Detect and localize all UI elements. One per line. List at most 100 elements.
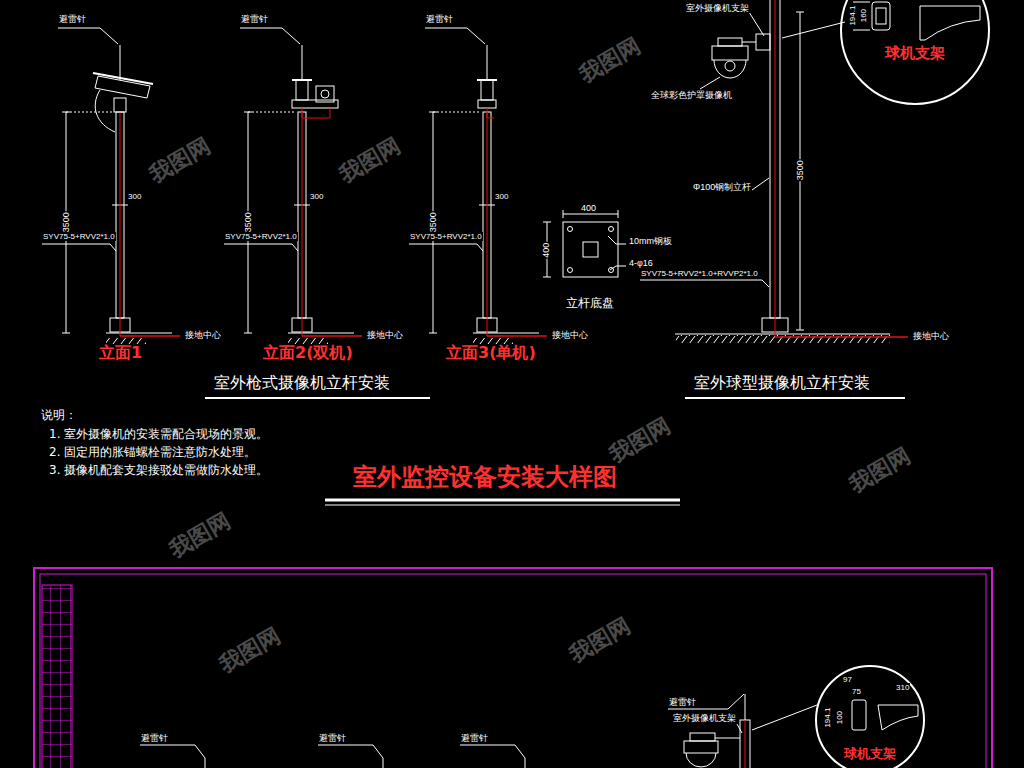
dimension-text: 100	[835, 710, 844, 725]
lower-poles	[752, 705, 817, 730]
drawing-label: 75	[851, 687, 862, 696]
dual-camera	[292, 100, 338, 108]
dome-camera	[718, 38, 742, 46]
gun-camera	[93, 73, 153, 132]
gun-camera	[95, 90, 115, 132]
dome-camera	[742, 42, 756, 43]
dual-camera	[302, 108, 330, 118]
lower-poles	[852, 700, 866, 730]
sheet-frame	[40, 574, 986, 768]
watermark: 我图网	[844, 442, 916, 498]
dome-pole	[640, 280, 769, 287]
lower-poles	[745, 694, 746, 720]
drawing-label: 300	[494, 192, 509, 201]
drawing-label: 避雷针	[240, 14, 269, 24]
bracket-detail-icon	[853, 30, 870, 31]
notes-title-rule	[325, 505, 680, 506]
notes-title-rule	[205, 397, 430, 399]
drawing-label: 室外摄像机支架	[672, 713, 737, 723]
watermark: 我图网	[164, 507, 236, 563]
drawing-label: 400	[580, 203, 597, 213]
drawing-label: 室外摄像机支架	[685, 3, 750, 13]
bracket-detail-icon	[872, 2, 890, 30]
drawing-label: Φ100钢制立杆	[692, 182, 752, 192]
lower-poles	[690, 733, 715, 741]
dimension-text: 160	[859, 8, 868, 23]
lower-poles	[140, 745, 205, 758]
drawing-label: SYV75-5+RVV2*1.0	[42, 232, 116, 241]
lower-poles	[715, 738, 740, 739]
lower-poles	[318, 745, 383, 758]
base-plate: 立杆底盘	[553, 219, 627, 315]
single-camera	[477, 79, 497, 81]
detail-circle-outline	[816, 666, 924, 768]
notes-title-rule	[685, 397, 905, 399]
single-camera	[478, 100, 496, 108]
lower-poles	[525, 758, 526, 768]
dome-camera	[712, 46, 748, 60]
watermark: 我图网	[604, 412, 676, 468]
bracket-detail-icon	[920, 6, 980, 40]
drawing-label: SYV75-5+RVV2*1.0+RVVP2*1.0	[640, 269, 759, 278]
drawing-label: 避雷针	[460, 733, 489, 743]
plate-outline	[563, 222, 618, 277]
drawing-label: 4-φ16	[628, 258, 654, 268]
lower-poles	[668, 694, 744, 709]
drawing-label: 避雷针	[318, 733, 347, 743]
dual-camera	[321, 90, 329, 98]
drawing-label: 2. 固定用的胀锚螺栓需注意防水处理。	[48, 446, 257, 460]
drawing-label: 10mm钢板	[628, 236, 673, 246]
gun-camera	[114, 98, 126, 112]
dome-pole	[640, 0, 908, 343]
dual-camera	[292, 79, 312, 81]
drawing-label: 立面2(双机)	[262, 344, 354, 362]
drawing-label: 1. 室外摄像机的安装需配合现场的景观。	[48, 428, 269, 442]
bolt-hole	[609, 268, 614, 273]
dual-camera	[296, 80, 308, 100]
bolt-hole	[568, 227, 573, 232]
drawing-label: 接地中心	[366, 330, 404, 340]
text-measure: 立杆底盘	[566, 296, 614, 310]
dimension-text: 194.1	[823, 707, 832, 729]
drawing-label: 室外球型摄像机立杆安装	[693, 374, 871, 392]
dimension-text: 3500	[61, 211, 71, 233]
plate-center	[583, 242, 598, 257]
sheet-frame	[42, 585, 72, 768]
dome-pole	[775, 336, 908, 338]
gun-pole-elevations	[42, 28, 547, 344]
drawing-label: 300	[309, 192, 324, 201]
base-plate-dimensions	[563, 214, 618, 215]
drawing-label: 避雷针	[668, 697, 697, 707]
dome-pole	[796, 12, 804, 13]
base-plate-dimensions	[543, 222, 551, 223]
gun-camera	[93, 73, 153, 84]
dimension-text: 3500	[795, 159, 805, 181]
node-text: 立杆底盘	[553, 297, 627, 311]
dome-camera	[712, 34, 770, 78]
lower-poles	[383, 758, 384, 768]
dimension-text: 400	[542, 241, 552, 258]
drawing-label: 立面3(单机)	[445, 344, 537, 362]
dimension-text: 3500	[428, 211, 438, 233]
base-plate-dimensions	[543, 210, 626, 277]
drawing-label: 接地中心	[551, 330, 589, 340]
lower-poles	[737, 724, 742, 733]
drawing-label: 说明：	[40, 409, 78, 423]
dimension-text: 3500	[243, 211, 253, 233]
single-camera	[487, 108, 494, 118]
lower-poles	[740, 720, 750, 768]
dome-pole	[676, 335, 890, 343]
dome-pole	[796, 330, 804, 331]
base-plate-dimensions	[608, 236, 626, 244]
base-plate-dimensions	[543, 277, 551, 278]
drawing-label: 立面1	[98, 344, 143, 362]
drawing-label: 310	[895, 683, 910, 692]
dome-pole	[700, 77, 720, 89]
node-text: 球机支架	[815, 747, 925, 762]
lower-poles	[205, 758, 206, 768]
drawing-label: 接地中心	[184, 330, 222, 340]
notes-title-rule	[205, 398, 905, 505]
lower-poles	[878, 705, 918, 730]
bolt-hole	[609, 227, 614, 232]
lower-poles	[745, 720, 746, 768]
